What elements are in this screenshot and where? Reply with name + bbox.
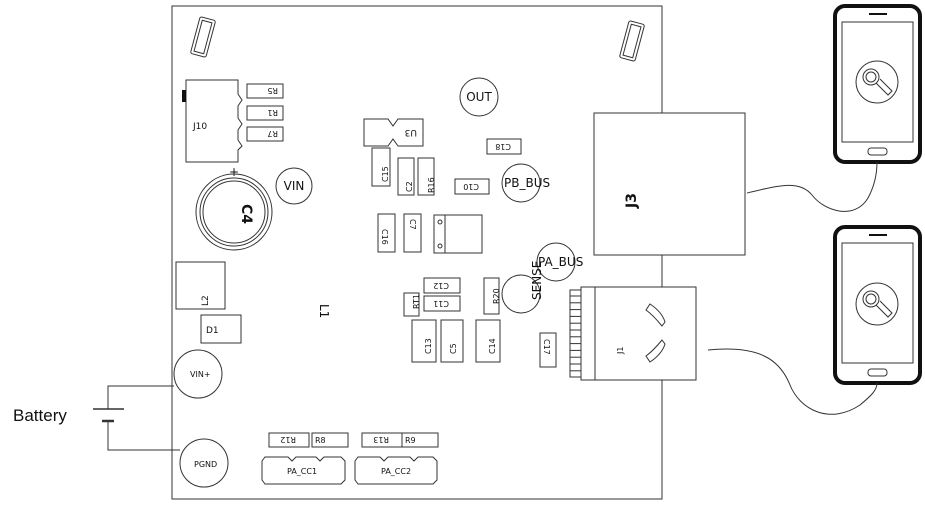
r8-pad: [311, 432, 349, 448]
c11-label: C11: [433, 299, 449, 308]
j3-label: J3: [624, 193, 640, 209]
mounting-hole-right: [619, 20, 645, 62]
c18-label: C18: [495, 142, 511, 151]
out-label: OUT: [466, 90, 492, 104]
r7-label: R7: [267, 129, 278, 138]
r9-label: R9: [405, 436, 416, 445]
battery-label: Battery: [13, 406, 67, 425]
pa-bus-label: PA_BUS: [538, 255, 583, 269]
pa-bus-test-point: [536, 242, 576, 282]
r20-label: R20: [492, 288, 501, 304]
phone-device-bottom: [833, 225, 922, 385]
cable-j1-to-phone: [707, 348, 878, 415]
mounting-hole-left: [190, 16, 216, 58]
l2-inductor: [175, 261, 226, 310]
rt1-pad: [403, 292, 420, 317]
c7-label: C7: [408, 219, 417, 230]
pb-bus-label: PB_BUS: [504, 176, 550, 190]
c12-pad: [423, 277, 461, 294]
u3-ic: [363, 118, 424, 147]
c13-label: C13: [424, 338, 433, 354]
j1-pins: [570, 295, 581, 372]
c2-pad: [397, 157, 415, 196]
r5-label: R5: [267, 86, 278, 95]
c4-capacitor: [195, 173, 273, 251]
c2-label: C2: [405, 181, 414, 192]
r16-label: R16: [427, 177, 436, 193]
j10-label: J10: [192, 122, 207, 132]
out-test-point: [459, 77, 499, 117]
c4-polarity-marker: +: [229, 165, 239, 179]
r1-pad: [246, 105, 284, 121]
pgnd-label: PGND: [194, 460, 217, 469]
r12-label: R12: [280, 435, 296, 444]
c13-pad: [411, 319, 437, 363]
j1-label: J1: [616, 347, 625, 355]
c14-label: C14: [488, 338, 497, 354]
r5-pad: [246, 83, 284, 99]
c11-pad: [423, 295, 461, 312]
pa-cc2-label: PA_CC2: [381, 467, 411, 476]
magnifier-icon-top: [855, 60, 899, 104]
d1-label: D1: [206, 326, 219, 336]
c16-label: C16: [380, 229, 389, 245]
u3-label: U3: [405, 127, 417, 137]
r16-pad: [417, 157, 435, 196]
c17-pad: [539, 332, 557, 368]
r7-pad: [246, 126, 284, 142]
d1-diode: [200, 314, 242, 344]
c17-label: C17: [542, 339, 551, 355]
battery-symbol: [93, 385, 180, 451]
j3-connector: [593, 112, 746, 256]
j10-connector: [185, 79, 243, 163]
pb-bus-test-point: [501, 163, 541, 203]
small-ic: [433, 214, 483, 254]
j10-pin1-marker: [182, 90, 186, 102]
c16-pad: [377, 213, 396, 253]
c5-label: C5: [449, 343, 458, 354]
vin-test-point: [275, 167, 313, 205]
c7-pad: [403, 213, 422, 253]
l1-label: L1: [317, 304, 331, 318]
vin-plus-test-point: [173, 349, 223, 399]
r8-label: R8: [315, 436, 326, 445]
pa-cc1-label: PA_CC1: [287, 467, 317, 476]
c10-label: C10: [463, 182, 479, 191]
c12-label: C12: [433, 281, 449, 290]
c5-pad: [440, 319, 464, 363]
vin-plus-label: VIN+: [190, 370, 211, 379]
r13-label: R13: [373, 435, 389, 444]
c15-label: C15: [381, 166, 390, 182]
j1-usb-connector: [569, 286, 697, 381]
c4-label: C4: [238, 204, 254, 224]
l2-label: L2: [201, 295, 211, 306]
c18-pad: [486, 138, 522, 155]
sense-label: SENSE: [530, 261, 544, 300]
r20-pad: [483, 277, 500, 315]
cable-j3-to-phone: [746, 161, 878, 212]
sense-test-point: [501, 274, 541, 314]
r1-label: R1: [267, 108, 278, 117]
vin-label: VIN: [284, 179, 305, 193]
r9-pad: [401, 432, 439, 448]
c14-pad: [475, 319, 501, 363]
r12-pad: [268, 432, 310, 448]
rt1-label: RT1: [412, 294, 421, 309]
c10-pad: [454, 178, 490, 195]
c15-pad: [371, 147, 391, 187]
pgnd-test-point: [179, 438, 229, 488]
pa-cc1-pad: [261, 456, 346, 485]
magnifier-icon-bottom: [855, 282, 899, 326]
pa-cc2-pad: [354, 456, 438, 485]
